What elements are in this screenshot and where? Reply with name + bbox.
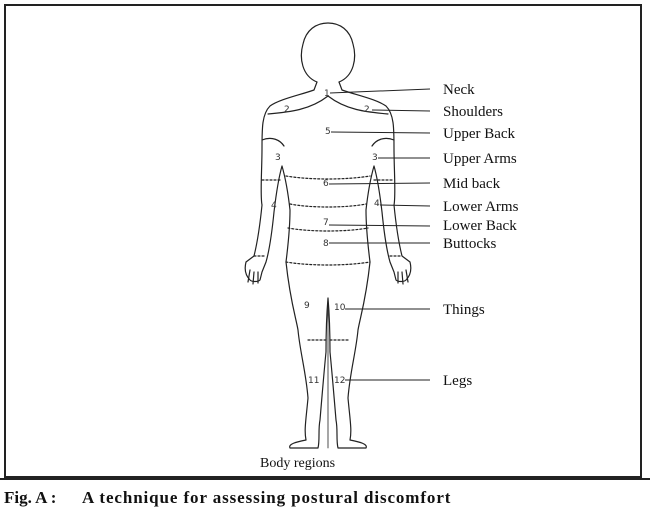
- region-number: 9: [304, 301, 310, 311]
- body-diagram: 1 2 2 5 3 3 6 4 4 7 8 9 10 11 12: [0, 0, 650, 478]
- leader-line-shoulders: [372, 110, 430, 111]
- region-label-mid-back: Mid back: [443, 176, 500, 192]
- region-number: 8: [323, 239, 329, 249]
- region-number: 5: [325, 127, 331, 137]
- lower-back-line: [288, 228, 368, 231]
- region-label-neck: Neck: [443, 82, 475, 98]
- diagram-title: Body regions: [260, 456, 335, 472]
- region-label-things: Things: [443, 302, 485, 318]
- region-number: 1: [324, 89, 330, 99]
- region-label-lower-back: Lower Back: [443, 218, 517, 234]
- region-label-shoulders: Shoulders: [443, 104, 503, 120]
- leader-line-lower-back: [329, 225, 430, 226]
- region-number: 2: [364, 105, 370, 115]
- caption-text: A technique for assessing postural disco…: [82, 488, 451, 508]
- region-label-lower-arms: Lower Arms: [443, 199, 518, 215]
- armpit-left: [262, 138, 284, 146]
- waist-line: [290, 204, 366, 207]
- region-number: 3: [275, 153, 281, 163]
- region-number: 10: [334, 303, 346, 313]
- region-number: 6: [323, 179, 329, 189]
- region-number: 12: [334, 376, 345, 386]
- shoulder-line-left: [268, 96, 328, 114]
- region-number: 4: [374, 199, 380, 209]
- caption-prefix: Fig. A :: [4, 488, 56, 508]
- leader-line-upper-back: [331, 132, 430, 133]
- region-number: 7: [323, 218, 329, 228]
- hip-line: [286, 262, 370, 265]
- figure-caption: Fig. A : A technique for assessing postu…: [0, 478, 650, 512]
- region-label-upper-back: Upper Back: [443, 126, 515, 142]
- leader-line-lower-arms: [380, 205, 430, 206]
- region-number: 4: [271, 201, 277, 211]
- region-label-legs: Legs: [443, 373, 472, 389]
- head-outline: [301, 23, 354, 82]
- region-number: 2: [284, 105, 290, 115]
- shoulder-line-right: [328, 96, 388, 114]
- region-label-buttocks: Buttocks: [443, 236, 496, 252]
- leader-line-mid-back: [329, 183, 430, 184]
- region-number: 3: [372, 153, 378, 163]
- armpit-right: [372, 138, 394, 146]
- region-label-upper-arms: Upper Arms: [443, 151, 517, 167]
- region-number: 11: [308, 376, 319, 386]
